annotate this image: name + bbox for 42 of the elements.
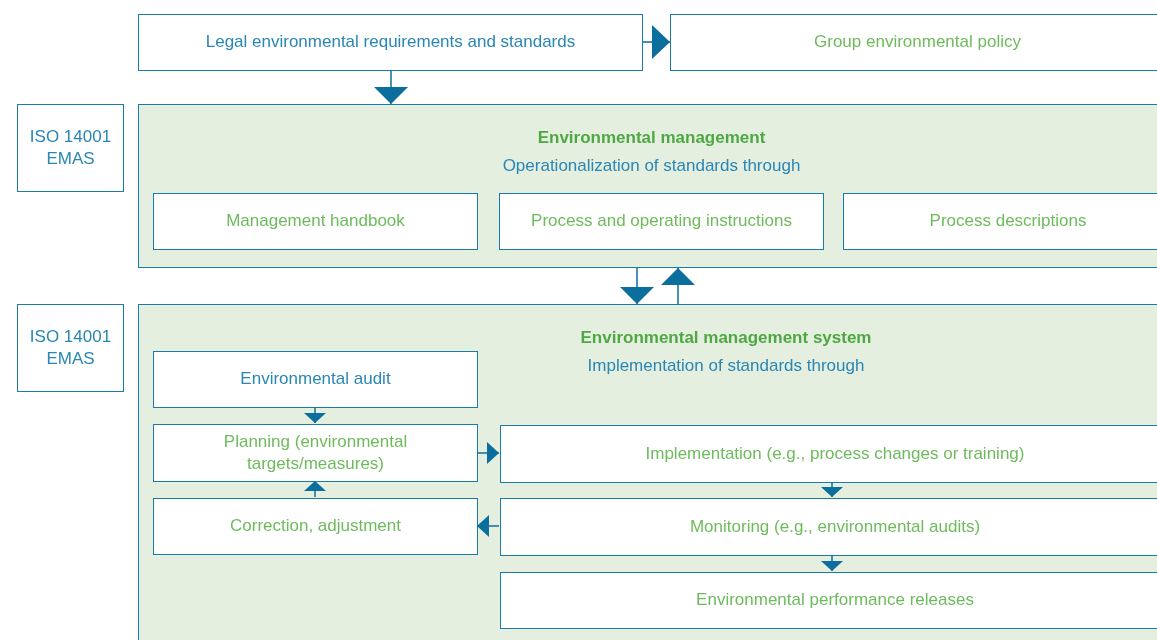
box-label: ISO 14001 EMAS — [28, 325, 113, 370]
process-box — [153, 193, 478, 250]
box-label: Implementation (e.g., process changes or training) — [644, 442, 1026, 465]
arrow — [620, 267, 654, 305]
arrow — [821, 481, 843, 498]
process-box — [670, 14, 1157, 71]
box-label: ISO 14001 EMAS — [28, 125, 113, 170]
group-panel — [138, 104, 1157, 268]
process-box — [500, 498, 1157, 556]
arrow — [476, 442, 500, 464]
process-box — [17, 304, 124, 392]
panel-heading: Environmental management — [536, 127, 767, 149]
process-box — [499, 193, 824, 250]
box-label: Environmental audit — [239, 368, 392, 391]
arrow — [642, 25, 671, 59]
box-label: Process descriptions — [928, 210, 1088, 233]
arrow — [661, 267, 695, 305]
box-label: Environmental performance releases — [695, 589, 975, 612]
box-label: Planning (environmental targets/measures) — [222, 430, 409, 475]
box-label: Monitoring (e.g., environmental audits) — [688, 515, 982, 538]
process-box — [153, 351, 478, 408]
arrow — [821, 554, 843, 572]
arrow — [304, 480, 326, 498]
panel-subheading: Implementation of standards through — [586, 355, 866, 378]
process-box — [153, 498, 478, 555]
box-label: Group environmental policy — [813, 31, 1022, 54]
process-box — [17, 104, 124, 192]
arrow — [476, 515, 500, 537]
panel-subheading: Operationalization of standards through — [501, 155, 802, 178]
process-box — [138, 14, 643, 71]
group-panel — [138, 304, 1157, 640]
process-box — [843, 193, 1157, 250]
box-label: Legal environmental requirements and standards — [204, 31, 577, 54]
box-label: Process and operating instructions — [530, 210, 793, 233]
process-box — [153, 424, 478, 482]
arrow — [374, 70, 408, 105]
panel-heading: Environmental management system — [579, 327, 873, 349]
process-box — [500, 425, 1157, 483]
process-box — [500, 572, 1157, 629]
box-label: Management handbook — [225, 210, 406, 233]
box-label: Correction, adjustment — [229, 515, 402, 538]
arrow — [304, 406, 326, 424]
